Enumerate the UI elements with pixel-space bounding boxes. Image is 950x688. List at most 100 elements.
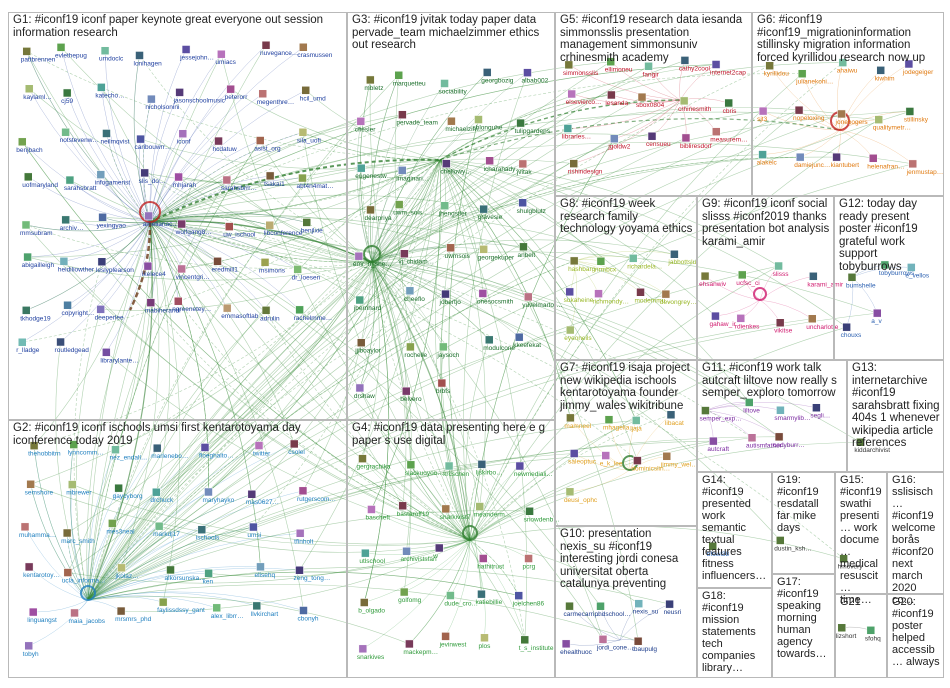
node-maia-jacobs: maia_jacobs — [69, 608, 106, 625]
self-loop — [462, 525, 478, 541]
node-onesocsmith: onesocsmith — [477, 289, 514, 305]
avatar-square — [394, 200, 404, 209]
avatar-square — [140, 168, 149, 178]
edge — [33, 445, 89, 601]
edge — [149, 216, 270, 226]
edge — [469, 491, 571, 541]
edge — [149, 90, 306, 223]
group-box-g12: G12: today day ready present poster #ico… — [834, 196, 944, 360]
node-label: jodegeiger — [902, 69, 934, 76]
node-label: qualitymetr… — [873, 125, 911, 132]
edge — [149, 221, 526, 640]
node-label: mamneel — [564, 423, 591, 430]
node-label: mhjarah — [173, 182, 197, 189]
edge — [149, 142, 913, 223]
edge — [87, 596, 164, 603]
edge — [106, 133, 151, 223]
avatar-square — [567, 89, 576, 99]
node-label: jordi_cone… — [596, 644, 634, 651]
node-label: jkolaz… — [115, 573, 139, 580]
edge — [76, 309, 101, 601]
edge — [614, 99, 681, 139]
edge — [371, 110, 764, 263]
node-semshore: semshore — [25, 480, 54, 496]
edge — [371, 159, 441, 510]
edge — [149, 221, 844, 559]
edge — [371, 261, 750, 403]
avatar-square — [144, 211, 153, 221]
node-label: umdoclc — [99, 56, 124, 63]
node-label: ehsanwiv — [699, 281, 727, 288]
avatar-square — [701, 406, 710, 415]
node-label: carmecarri… — [564, 611, 601, 618]
node-libacat: libacat — [665, 410, 684, 427]
edge — [60, 47, 151, 223]
node-tbaupulg: tbaupulg — [632, 636, 657, 653]
node-label: abt4n4mat… — [296, 183, 333, 190]
avatar-square — [200, 443, 210, 452]
edge — [66, 92, 151, 223]
node-b-olgado: b_olgado — [358, 598, 385, 614]
node-label: sjt3 — [757, 116, 768, 123]
node-label: elsevierco… — [566, 99, 602, 106]
node-label: modemmu… — [635, 297, 672, 304]
node-linguangst: linguangst — [27, 607, 57, 624]
avatar-square — [367, 505, 376, 514]
node-dominicslin-: dominicslin… — [631, 456, 670, 473]
group-title-g20: G20: #iconf19 poster helped accessib… al… — [892, 596, 940, 668]
node-bfowl38: bfowl38 — [707, 541, 730, 558]
node-label: cathy2cool — [679, 65, 711, 72]
node-label: hathitrust — [477, 563, 504, 570]
node-mes3neal: mes3neal — [106, 519, 135, 535]
node-label: ahaiwu — [837, 68, 858, 75]
group-box-g16: G16: sslisisch… #iconf19 welcome borås #… — [887, 472, 944, 606]
node-label: albab002 — [521, 78, 548, 85]
edge — [87, 163, 913, 601]
edge — [26, 51, 471, 541]
node-golfomg: golfomg — [398, 587, 422, 604]
edge — [448, 465, 471, 541]
node-crhinesmith: crhinesmith — [678, 96, 712, 113]
node-label: cbris — [723, 108, 737, 115]
node-nrmbcx: nrmbcx — [595, 257, 617, 273]
edge — [87, 247, 451, 601]
edge — [439, 94, 612, 161]
avatar-square — [102, 129, 111, 138]
edge — [439, 159, 750, 403]
avatar-square — [475, 502, 484, 511]
node-label: julianekohi… — [795, 79, 833, 86]
avatar-square — [712, 127, 721, 136]
node-label: amelianac… — [143, 221, 179, 228]
avatar-square — [564, 60, 574, 70]
node-label: marquetteu — [393, 80, 426, 87]
node-damiejunc-: damiejunc… — [794, 152, 830, 169]
node-label: jjiboaylor — [354, 348, 381, 355]
edge — [567, 99, 681, 129]
edge — [801, 73, 841, 131]
avatar-square — [847, 273, 857, 282]
edge — [148, 215, 373, 263]
avatar-square — [293, 265, 302, 274]
node-hashbarg: hashbarg — [568, 256, 596, 273]
node-label: drchuck — [150, 497, 174, 504]
edge — [305, 90, 441, 161]
node-icharahady-: icharahady… — [484, 156, 522, 173]
edge — [253, 159, 441, 528]
edge — [149, 61, 611, 223]
edge — [33, 599, 89, 613]
edge — [87, 66, 649, 601]
node-label: megenthre… — [257, 99, 295, 106]
node-label: abigailleigh — [22, 262, 55, 269]
avatar-square — [565, 325, 575, 335]
edge — [610, 61, 681, 101]
edge — [87, 111, 910, 601]
edge — [439, 107, 842, 161]
edge — [128, 221, 152, 311]
avatar-square — [18, 337, 27, 347]
edge — [371, 72, 488, 263]
node-label: gaycyborg — [113, 493, 143, 500]
edge — [469, 539, 526, 640]
edge — [27, 221, 151, 258]
edge — [143, 99, 152, 223]
